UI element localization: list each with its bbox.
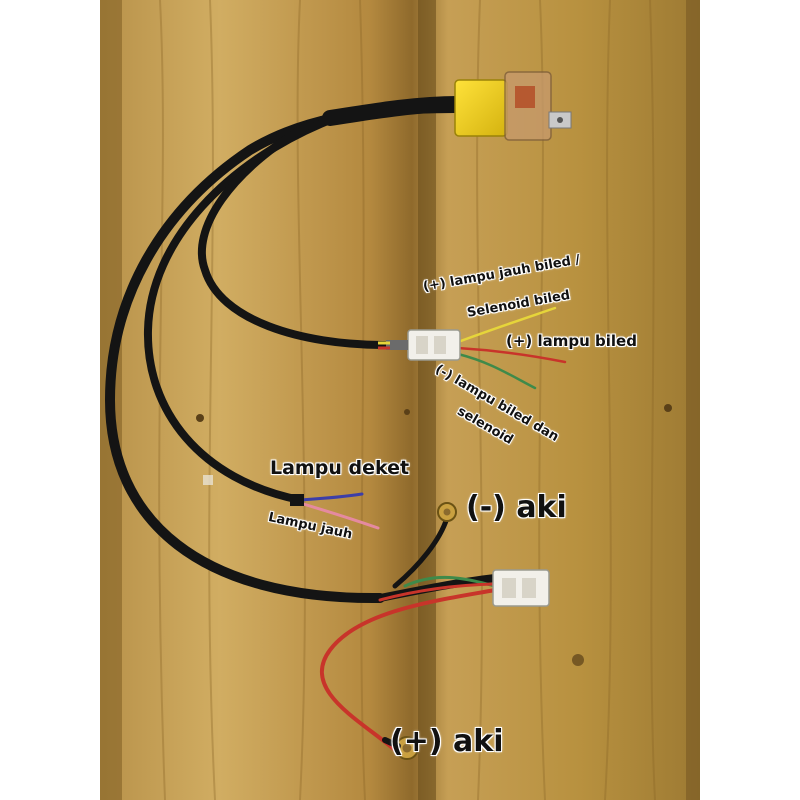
relay [454, 71, 572, 141]
wooden-board [100, 0, 700, 800]
label-minus-aki: (-) aki [466, 490, 567, 525]
biled-connector [378, 306, 567, 390]
battery-connector [320, 502, 550, 760]
label-lampu-deket: Lampu deket [270, 457, 410, 479]
lamp-wires [290, 492, 380, 530]
label-plus-aki: (+) aki [390, 724, 504, 759]
black-cable-bundle [104, 96, 466, 604]
label-lampu-biled: (+) lampu biled [506, 332, 637, 350]
